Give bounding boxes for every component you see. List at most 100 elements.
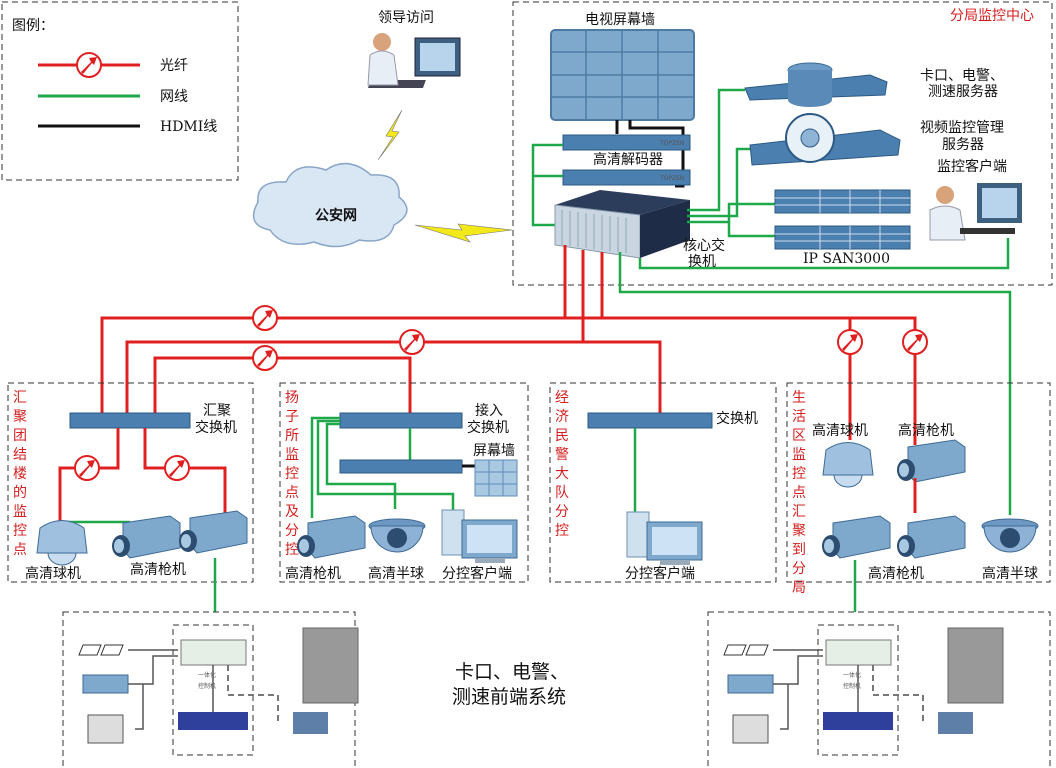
region-title-char: 局 [792,580,806,596]
screen-wall-icon [474,459,518,497]
region-4-device-label: 高清枪机 [868,565,924,582]
network-device-icon [938,712,973,734]
region-title-char: 点 [13,542,27,558]
wireless-link-icon [377,109,403,161]
decoder-icon [339,459,463,474]
aggregation-switch-icon [69,412,191,429]
region-4-box [786,382,1051,583]
fiber-trunk [600,252,917,445]
checkpoint-server-label-1: 卡口、电警、 [920,68,1004,84]
integrated-controller-icon [180,639,247,666]
region-title-char: 监 [792,447,806,463]
core-switch-label-2: 换机 [688,253,716,270]
region-title-char: 聚 [792,523,806,539]
region-title-char: 民 [555,428,569,444]
vms-server-label-2: 服务器 [942,137,984,153]
cloud-label: 公安网 [315,207,357,224]
access-switch-icon [339,412,463,429]
region-title-char: 济 [555,409,569,425]
controller-label: 控制机 [843,682,861,690]
fiber-trunk [153,356,412,413]
hd-bullet-camera-icon [112,515,181,559]
region-title-char: 控 [555,523,569,539]
legend: 图例： 光纤 网线 HDMI线 [1,1,239,181]
region-title-char: 生 [792,390,806,406]
tv-wall-label: 电视屏幕墙 [585,12,655,28]
region-title-char: 大 [555,466,569,482]
fiber-icon [164,455,190,481]
region-1-switch-label-1: 汇聚 [203,403,231,419]
controller-group-box [817,624,899,756]
ip-san-label: IP SAN3000 [803,251,890,267]
controller-label: 一体化 [198,671,216,679]
client-workstation-icon [626,511,703,565]
region-4-device-label: 高清枪机 [898,422,954,439]
legend-ethernet-label: 网线 [160,89,188,105]
region-title-char: 控 [13,523,27,539]
region-title-char: 点 [792,485,806,501]
legend-hdmi-label: HDMI线 [160,119,217,135]
monitoring-center-title: 分局监控中心 [950,8,1034,24]
region-title-char: 聚 [13,409,27,425]
region-3-device-label: 分控客户端 [625,565,695,582]
client-workstation-icon [441,509,518,563]
region-title-char: 团 [13,428,27,444]
region-title-char: 警 [555,447,569,463]
region-title-char: 区 [792,428,806,444]
region-title-char: 所 [285,428,299,444]
outdoor-cabinet-icon [302,627,359,704]
region-title-char: 控 [285,542,299,558]
region-title-char: 扬 [285,390,299,406]
hd-bullet-camera-icon [297,515,366,559]
region-title-char: 汇 [13,390,27,406]
integrated-controller-icon [825,639,892,666]
controller-group-box [172,624,254,756]
region-title-char: 分 [792,561,806,577]
screen-wall-label: 屏幕墙 [473,443,515,459]
ground-loop-icon [78,644,124,656]
region-title-char: 汇 [792,504,806,520]
fiber-icon [399,329,425,355]
leader-workstation-icon [367,33,461,88]
checkpoint-server-icon [744,62,888,107]
region-title-char: 经 [555,390,569,406]
region-title-char: 结 [13,447,27,463]
hdmi-cable [615,120,685,188]
region-title-char: 监 [13,504,27,520]
hd-decoder-label: 高清解码器 [593,151,663,168]
checkpoint-server-label-2: 测速服务器 [928,84,998,100]
led-light-icon [732,714,769,744]
region-title-char: 活 [792,409,806,425]
region-title-char: 监 [285,447,299,463]
region-title-char: 楼 [13,466,27,482]
region-2-switch-label-1: 接入 [475,402,503,419]
ethernet-cable [638,238,1010,270]
region-title-char: 控 [792,466,806,482]
svg-text:TOPZEN: TOPZEN [659,175,684,182]
wireless-link-icon [414,223,513,243]
network-camera-icon [727,674,774,694]
hd-mini-dome-camera-icon [368,518,426,553]
region-2-box [279,382,529,583]
hd-bullet-camera-icon [897,515,966,559]
switch-icon [587,412,713,429]
tv-wall-icon [550,29,695,121]
legend-title: 图例： [12,18,54,34]
legend-box [1,1,239,181]
hd-speed-dome-camera-icon [36,520,88,566]
optical-transceiver-icon [823,712,893,730]
region-4-device-label: 高清球机 [812,422,868,439]
fiber-icon [76,52,102,78]
video-management-server-icon [749,113,901,166]
region-2-device-label: 分控客户端 [442,565,512,582]
ethernet-cable [531,143,563,227]
fiber-icon [902,329,928,355]
region-1-device-label: 高清枪机 [130,561,186,578]
fiber-icon [252,305,278,331]
svg-text:TOPZEN: TOPZEN [659,140,684,147]
leader-access-label: 领导访问 [378,10,434,26]
region-title-char: 分 [555,504,569,520]
region-title-char: 的 [13,485,27,501]
